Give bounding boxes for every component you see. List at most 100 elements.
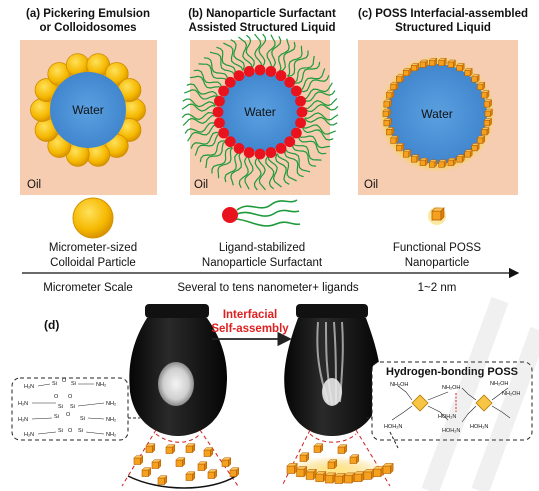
- red-nanoparticle: [284, 76, 296, 88]
- ligand-chain: [302, 124, 336, 135]
- ligand-chain: [193, 69, 223, 89]
- panel-a-title: (a) Pickering Emulsion: [26, 8, 150, 20]
- red-nanoparticle: [295, 95, 306, 107]
- panel-b-oil-label: Oil: [194, 179, 208, 191]
- dispersed-poss-cube: [349, 454, 360, 465]
- poss-cube: [395, 74, 405, 83]
- panel-c-water-label: Water: [421, 107, 453, 121]
- dispersed-poss-cube: [229, 467, 240, 478]
- poss-cube: [484, 108, 494, 118]
- svg-text:NH₂OH: NH₂OH: [442, 385, 460, 391]
- ligand-chain: [186, 83, 219, 97]
- ligand-chain: [304, 116, 338, 126]
- ligand-chain: [190, 131, 221, 149]
- legend-colloid-line1: Micrometer-sized: [49, 242, 137, 254]
- ligand-chain: [267, 156, 282, 188]
- assembled-poss-cube: [305, 468, 317, 480]
- poss-cube: [419, 157, 429, 167]
- svg-text:H₂N: H₂N: [18, 417, 28, 423]
- assembled-poss-cube: [382, 462, 394, 475]
- red-nanoparticle: [275, 142, 287, 154]
- red-nanoparticle: [295, 117, 306, 129]
- svg-text:Si: Si: [58, 428, 63, 434]
- ligand-chain: [205, 140, 227, 169]
- dispersed-poss-cube: [337, 444, 348, 455]
- svg-text:Si: Si: [58, 404, 63, 410]
- poss-cube: [471, 74, 480, 83]
- ligand-chain: [181, 111, 216, 121]
- ligand-chain: [298, 135, 331, 149]
- colloid-shell: [30, 53, 146, 167]
- panel-a-water-core: [50, 72, 126, 148]
- red-nanoparticle: [265, 147, 277, 158]
- ligand-chain: [258, 33, 267, 68]
- red-nanoparticle: [254, 148, 266, 160]
- ligand-chain: [278, 38, 290, 72]
- poss-cube: [438, 159, 447, 168]
- panel-c-subtitle: Structured Liquid: [395, 22, 491, 34]
- ligand-chain: [211, 146, 233, 174]
- poss-cube: [428, 159, 438, 168]
- red-nanoparticle: [265, 66, 277, 77]
- ligand-chain: [203, 57, 229, 81]
- ligand-corona: [181, 33, 339, 191]
- ligand-chain: [244, 155, 254, 190]
- panel-b: Water Oil: [181, 33, 339, 195]
- hbond-title: Hydrogen-bonding POSS: [386, 366, 518, 378]
- ligand-chain: [184, 122, 217, 134]
- dispersed-poss-cube: [185, 443, 196, 454]
- ligand-chain: [245, 34, 255, 68]
- dispersed-poss-cube: [221, 457, 232, 468]
- poss-shell: [382, 57, 494, 168]
- poss-cube: [395, 142, 405, 152]
- legend-nps-line2: Nanoparticle Surfactant: [202, 257, 323, 269]
- svg-text:NH₂: NH₂: [106, 401, 116, 407]
- ligand-chain: [181, 103, 216, 112]
- red-nanoparticle: [275, 70, 287, 82]
- legend-poss-line2: Nanoparticle: [405, 257, 470, 269]
- red-nanoparticle: [214, 117, 225, 129]
- assembled-poss-cube: [353, 470, 365, 483]
- panel-a-subtitle: or Colloidosomes: [39, 22, 136, 34]
- ligand-chain: [275, 153, 290, 185]
- panel-a-oil-label: Oil: [27, 179, 41, 191]
- scale-poss: 1~2 nm: [418, 282, 457, 294]
- red-nanoparticle: [243, 147, 255, 158]
- svg-text:O: O: [68, 428, 73, 434]
- svg-text:NH₂OH: NH₂OH: [502, 391, 520, 397]
- dispersed-poss-cube: [207, 469, 218, 480]
- ligand-chain: [297, 135, 327, 155]
- panel-a-water-label: Water: [72, 103, 104, 117]
- panel-b-water-label: Water: [244, 105, 276, 119]
- panel-c-water-core: [387, 64, 487, 164]
- poss-cube: [410, 62, 420, 72]
- panel-b-water-core: [220, 72, 300, 152]
- watermark-stripes: [421, 296, 539, 491]
- droplet-after-shape: [284, 318, 381, 436]
- ligand-chain: [198, 63, 228, 82]
- ligand-chain: [182, 115, 216, 126]
- poss-cube: [385, 90, 395, 99]
- ligand-chain: [266, 34, 276, 69]
- red-nanoparticle: [214, 95, 225, 107]
- legend-nps-line1: Ligand-stabilized: [219, 242, 305, 254]
- ligand-chain: [223, 42, 244, 71]
- red-nanoparticle: [224, 136, 236, 148]
- svg-text:NH₂OH: NH₂OH: [490, 381, 508, 387]
- svg-text:NH₂OH: NH₂OH: [390, 382, 408, 388]
- interfacial-streaks: [316, 321, 344, 405]
- ligand-chain: [292, 142, 322, 161]
- red-nanoparticle: [290, 85, 302, 97]
- arrow-text-line2: Self-assembly: [211, 323, 289, 335]
- red-nanoparticle: [254, 64, 266, 76]
- panel-c-title: (c) POSS Interfacial-assembled: [358, 8, 528, 20]
- red-nanoparticle: [212, 106, 224, 118]
- red-nanoparticle: [222, 207, 238, 223]
- arrow-text-line1: Interfacial: [223, 309, 277, 321]
- dispersed-poss-cube: [151, 459, 162, 470]
- panel-c: Water Oil: [358, 40, 518, 195]
- ligand-chain: [209, 51, 235, 76]
- ligand-chain: [199, 140, 226, 163]
